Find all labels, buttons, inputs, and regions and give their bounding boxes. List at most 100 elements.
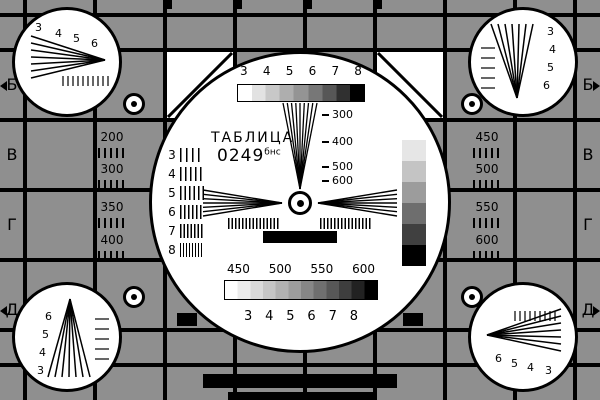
row-letter-right: Б: [582, 75, 594, 94]
line-burst: [473, 251, 501, 261]
card-title: ТАБЛИЦА: [211, 130, 295, 146]
resolution-value: 300: [100, 162, 124, 176]
digit: 7: [331, 64, 340, 78]
tick-mark: [322, 140, 329, 143]
grid-line-v: [573, 0, 577, 400]
center-target: [288, 191, 312, 215]
card-code: 0249бнс: [217, 146, 281, 166]
value: 500: [268, 262, 292, 276]
bottom-black-bar-clipped: [228, 392, 374, 400]
digit: 8: [349, 309, 358, 324]
line-burst: [180, 185, 204, 200]
ring-target: [123, 286, 145, 308]
wedge-label: 600: [332, 174, 353, 187]
card-code-number: 0249: [217, 146, 265, 166]
black-reference-square: [177, 313, 197, 326]
digit: 8: [354, 64, 362, 78]
digit: 3: [168, 147, 176, 162]
tick-mark: [322, 113, 329, 116]
resolution-value: 450: [475, 130, 499, 144]
resolution-value: 500: [475, 162, 499, 176]
ring-target: [461, 286, 483, 308]
fan-digit: 6: [543, 79, 550, 92]
center-dot: [296, 199, 304, 207]
resolution-value: 400: [100, 233, 124, 247]
grid-line-v: [93, 0, 97, 400]
grayscale-step-scale-top: [237, 84, 365, 102]
fan-digit: 3: [547, 25, 554, 38]
value: 450: [227, 262, 250, 276]
line-burst: [180, 223, 204, 238]
fan-digit: 4: [55, 27, 62, 40]
gray-step: [402, 140, 426, 161]
ring-target-dot: [131, 101, 137, 107]
digit: 4: [168, 166, 176, 181]
row-letter-left: Б: [6, 75, 18, 94]
resolution-value: 600: [475, 233, 499, 247]
digit: 4: [265, 309, 274, 324]
edge-arrow-icon: [593, 81, 600, 91]
frequency-burst-row: 3: [167, 146, 204, 163]
digit: 6: [308, 64, 317, 78]
fan-digit: 6: [495, 352, 502, 365]
row-letter-right: Г: [583, 215, 593, 234]
grayscale-step-strip-right: [402, 140, 426, 266]
line-burst-patch: [228, 218, 280, 229]
line-burst: [180, 147, 204, 162]
corner-circle-bottom-right: 6 5 4 3: [468, 282, 578, 392]
resolution-value: 550: [475, 200, 499, 214]
fan-digit: 4: [549, 43, 556, 56]
digit: 3: [244, 309, 253, 324]
fan-digit: 3: [37, 364, 44, 377]
line-burst: [473, 148, 501, 158]
row-letter-right: В: [582, 145, 594, 164]
grid-line-h: [0, 48, 600, 52]
line-burst: [473, 218, 501, 228]
gray-step: [402, 224, 426, 245]
ring-target: [123, 93, 145, 115]
clipped-top-mark: [305, 0, 312, 9]
digit: 5: [168, 185, 176, 200]
wedge-label-row: 500: [322, 161, 353, 172]
line-burst: [98, 251, 126, 261]
tick-mark: [322, 179, 329, 182]
line-burst: [98, 148, 126, 158]
gray-step: [402, 161, 426, 182]
clipped-top-mark: [375, 0, 382, 9]
diagonal-line: [376, 51, 444, 119]
fan-digit: 3: [35, 21, 42, 34]
digit: 5: [286, 309, 295, 324]
fan-digit: 4: [39, 346, 46, 359]
fan-digit: 6: [91, 37, 98, 50]
digit: 4: [262, 64, 271, 78]
line-burst: [180, 242, 204, 257]
black-reference-square: [403, 313, 423, 326]
wedge-label: 300: [332, 108, 353, 121]
fan-digit: 3: [545, 364, 552, 377]
corner-circle-top-right: 3 4 5 6: [468, 7, 578, 117]
gray-step: [402, 203, 426, 224]
tick-mark: [322, 165, 329, 168]
fan-digit: 5: [73, 32, 80, 45]
fan-digit: 4: [527, 361, 534, 374]
edge-arrow-icon: [0, 306, 7, 316]
value: 550: [310, 262, 334, 276]
grayscale-step-scale-bottom: [224, 280, 378, 300]
digit: 8: [168, 242, 176, 257]
row-letter-left: В: [6, 145, 18, 164]
bottom-black-bar: [203, 374, 397, 388]
gray-step: [402, 182, 426, 203]
clipped-top-mark: [235, 0, 242, 9]
resolution-fan: [481, 23, 534, 99]
clipped-top-mark: [165, 0, 172, 9]
ring-target-dot: [131, 294, 137, 300]
line-burst: [98, 218, 126, 228]
row-letter-right: Д: [581, 300, 595, 319]
wedge-label-row: 400: [322, 136, 353, 147]
digit: 6: [307, 309, 316, 324]
digit: 7: [168, 223, 176, 238]
resolution-fan: [30, 35, 109, 86]
gray-step: [402, 245, 426, 266]
line-burst-patch: [320, 218, 372, 229]
